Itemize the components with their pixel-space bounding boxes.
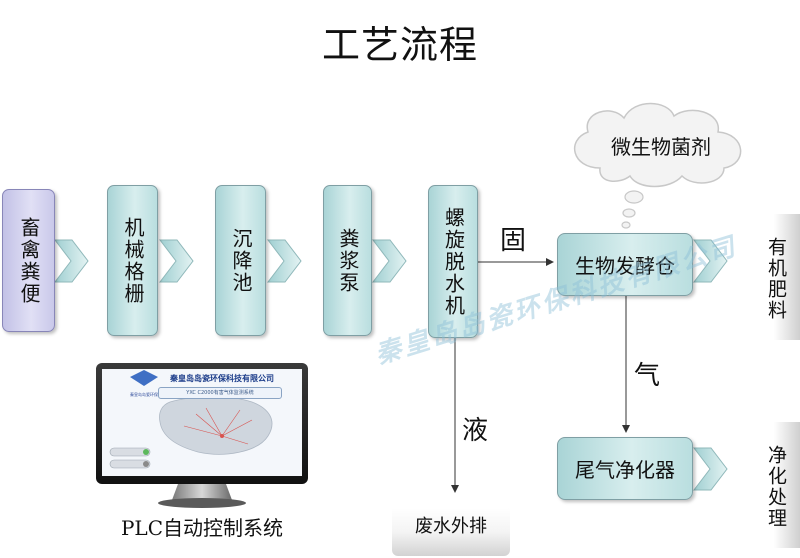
cloud-icon [573, 102, 742, 229]
page-title: 工艺流程 [321, 23, 478, 67]
step-screw-separator-label: 螺旋脱水机 [441, 206, 466, 317]
step-settling-tank: 沉降池 [215, 185, 266, 336]
output-organic-fertilizer: 有机肥料 [752, 214, 800, 340]
step-source: 畜禽粪便 [2, 189, 55, 332]
chevron-arrow-4 [371, 239, 407, 283]
step-slurry-pump: 粪浆泵 [323, 185, 372, 336]
step-settling-tank-label: 沉降池 [229, 227, 253, 294]
gas-branch-label: 气 [634, 361, 661, 391]
monitor-screen-subtitle: YXC C2000有害气体监测系统 [158, 387, 282, 399]
step-source-label: 畜禽粪便 [17, 216, 41, 305]
step-mechanical-screen: 机械格栅 [107, 185, 158, 336]
chevron-arrow-fertilizer [692, 239, 728, 283]
chevron-arrow-1 [53, 239, 89, 283]
output-wastewater: 废水外排 [392, 508, 510, 556]
solid-branch-label: 固 [500, 226, 527, 256]
bio-fermenter: 生物发酵仓 [557, 233, 693, 296]
output-purification: 净化处理 [752, 422, 800, 548]
output-organic-fertilizer-label: 有机肥料 [765, 237, 787, 321]
exhaust-purifier: 尾气净化器 [557, 437, 693, 500]
step-mechanical-screen-label: 机械格栅 [121, 216, 145, 305]
step-slurry-pump-label: 粪浆泵 [336, 227, 360, 294]
chevron-arrow-purified [692, 447, 728, 491]
chevron-arrow-3 [266, 239, 302, 283]
monitor-logo-text: 秦皇岛岛瓷环保 [130, 392, 158, 397]
microbe-agent-label: 微生物菌剂 [611, 135, 711, 159]
monitor-icon [96, 363, 308, 508]
output-purification-label: 净化处理 [765, 445, 787, 529]
liquid-branch-label: 液 [462, 416, 489, 446]
chevron-arrow-2 [158, 239, 194, 283]
plc-system-label: PLC自动控制系统 [120, 516, 284, 540]
monitor-screen-title: 秦皇岛岛瓷环保科技有限公司 [170, 374, 274, 383]
step-screw-separator: 螺旋脱水机 [428, 185, 478, 338]
